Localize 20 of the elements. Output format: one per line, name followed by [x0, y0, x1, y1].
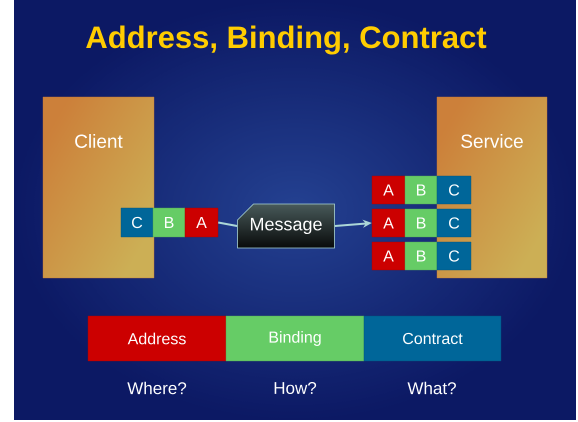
legend-bar: Contract: [364, 316, 502, 362]
endpoint-square: A: [372, 242, 406, 270]
endpoint-square: C: [436, 176, 472, 204]
legend-bar: Address: [88, 316, 226, 362]
endpoint-square: B: [404, 176, 438, 204]
endpoint-square: A: [184, 208, 218, 238]
endpoint-square: B: [404, 242, 438, 270]
title: Address, Binding, Contract: [86, 25, 486, 55]
question-label: What?: [408, 382, 456, 394]
question-label: Where?: [127, 382, 186, 394]
endpoint-square: B: [152, 208, 186, 238]
endpoint-square: A: [372, 176, 406, 204]
legend-bar: Binding: [226, 316, 364, 362]
message-box: Message: [237, 204, 335, 248]
endpoint-square: C: [436, 242, 472, 270]
question-label: How?: [274, 382, 316, 394]
endpoint-square: C: [120, 208, 154, 238]
endpoint-square: C: [436, 208, 472, 238]
endpoint-square: B: [404, 208, 438, 238]
endpoint-square: A: [372, 208, 406, 238]
